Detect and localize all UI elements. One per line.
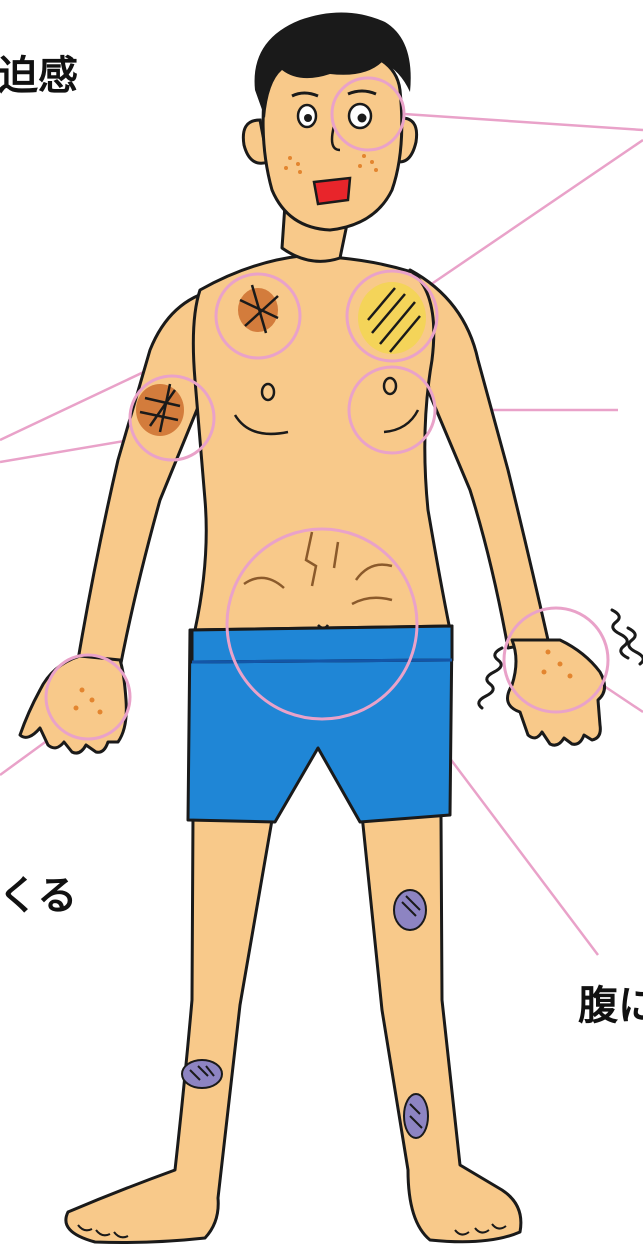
- leader-chest-to-head: [430, 140, 643, 285]
- waistband-line: [192, 660, 452, 662]
- left-leg: [66, 815, 272, 1243]
- label-bottom-left: くる: [0, 876, 77, 916]
- tremor-left-icon: [479, 648, 502, 708]
- tremor-right-1-icon: [612, 610, 628, 658]
- mouth: [314, 178, 350, 204]
- leader-hand-left: [0, 740, 48, 775]
- left-hand: [20, 656, 126, 753]
- leader-eye-right: [404, 114, 643, 130]
- tremor-right-2-icon: [628, 628, 643, 664]
- label-bottom-right: 腹に: [578, 986, 643, 1026]
- leader-shoulder-2: [0, 440, 130, 462]
- waistband: [192, 626, 452, 662]
- right-leg: [362, 815, 521, 1242]
- leader-hand-right: [604, 686, 643, 712]
- label-top-left: 迫感: [0, 56, 78, 96]
- bruise-right-shin: [404, 1094, 428, 1138]
- head: [243, 12, 416, 230]
- legs: [66, 815, 521, 1243]
- bruise-left-shin: [182, 1060, 222, 1088]
- right-hand: [508, 640, 605, 745]
